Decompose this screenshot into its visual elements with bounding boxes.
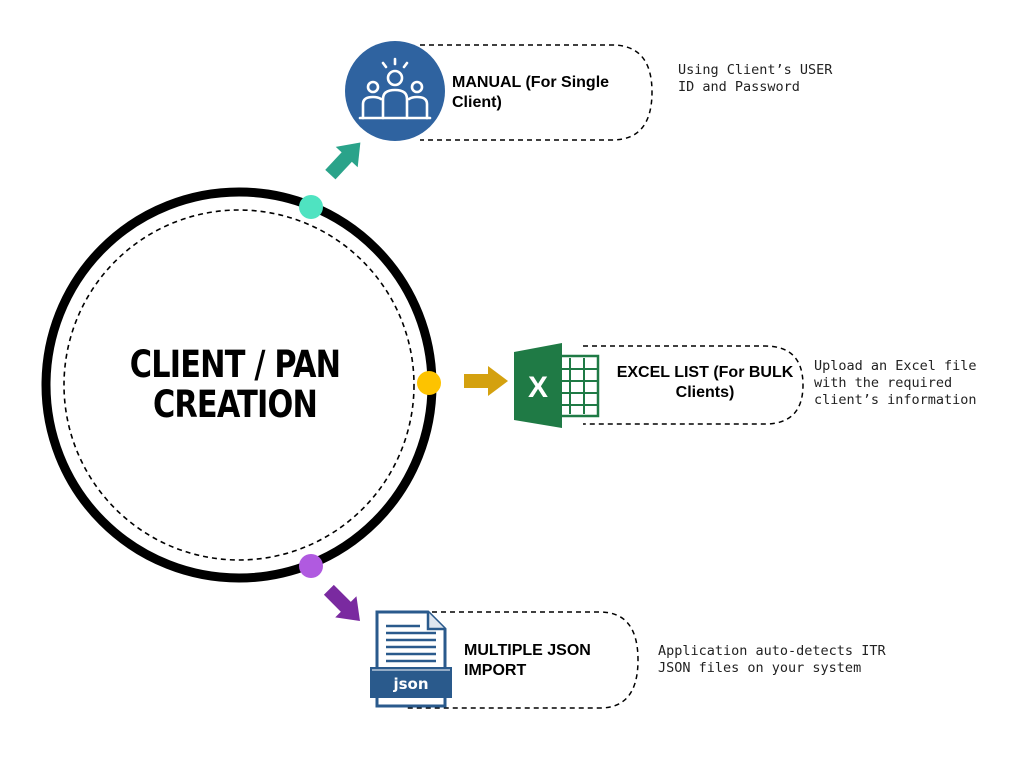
- excel-option-box: [583, 345, 804, 425]
- excel-connector-dot: [417, 371, 441, 395]
- excel-icon: X: [514, 343, 600, 428]
- manual-option-label: MANUAL (For Single Client): [452, 74, 610, 111]
- excel-arrow: [464, 366, 508, 396]
- json-icon-label: json: [392, 675, 428, 693]
- json-arrow: [323, 584, 360, 621]
- excel-option-description: Upload an Excel file with the required c…: [814, 358, 977, 408]
- center-title-line2: CREATION: [152, 383, 318, 426]
- users-group-icon: [345, 41, 445, 141]
- manual-connector-dot: [299, 195, 323, 219]
- excel-option-label: EXCEL LIST (For BULK Clients): [616, 364, 794, 401]
- center-title-line1: CLIENT / PAN: [129, 343, 341, 386]
- center-title: CLIENT / PAN CREATION: [120, 345, 350, 425]
- json-option-box: [405, 611, 639, 709]
- inner-dashed-ring: [63, 209, 415, 561]
- json-file-icon: json: [370, 610, 452, 708]
- json-connector-dot: [299, 554, 323, 578]
- json-option-label: MULTIPLE JSON IMPORT: [464, 642, 591, 679]
- manual-option-box: [420, 44, 653, 141]
- manual-arrow: [325, 142, 361, 180]
- json-option-description: Application auto-detects ITR JSON files …: [658, 643, 886, 676]
- manual-option-description: Using Client’s USER ID and Password: [678, 62, 833, 95]
- svg-text:X: X: [528, 371, 548, 404]
